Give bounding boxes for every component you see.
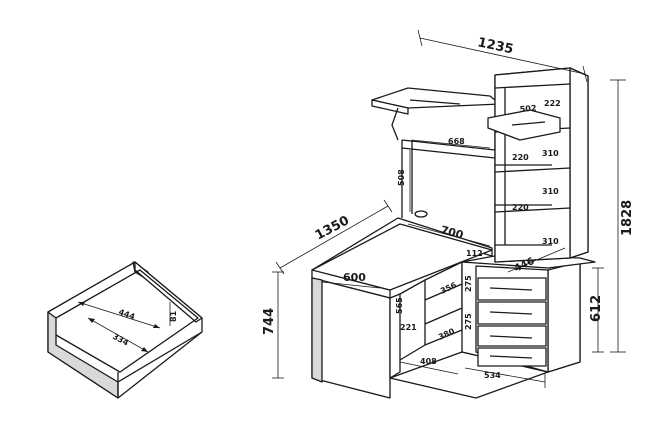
dim-top-shelf: 502 (519, 104, 536, 114)
dim-drawer-h1: 275 (464, 275, 473, 292)
drawer-height-label: 81 (169, 310, 178, 322)
dim-tower-d2: 220 (512, 203, 529, 212)
dim-desk-depth: 600 (343, 271, 366, 284)
dim-gap: 112 (466, 249, 483, 258)
dimension-lines (272, 29, 626, 388)
dim-shelf-width: 668 (448, 137, 465, 146)
dim-upper-height: 508 (397, 169, 406, 186)
drawer-box (47, 261, 203, 399)
dim-pedestal-depth: 356 (439, 280, 458, 295)
desk-assembly (311, 67, 596, 399)
dim-tower-h3: 310 (542, 237, 559, 246)
dim-bottom-right: 534 (484, 371, 501, 380)
dim-tower-h2: 310 (542, 187, 559, 196)
dim-pedestal-depth-2: 380 (437, 326, 456, 341)
dim-side-height: 565 (395, 297, 404, 314)
dim-tower-h1: 310 (542, 149, 559, 158)
dim-desk-height: 744 (262, 308, 277, 335)
dim-side-depth: 221 (400, 323, 417, 332)
dim-desk-length: 1350 (313, 213, 352, 243)
dim-drawer-h2: 275 (464, 313, 473, 330)
dim-total-width: 1235 (476, 35, 515, 57)
dim-total-height: 1828 (620, 200, 635, 236)
dim-top-height: 222 (544, 99, 561, 108)
dim-pedestal-height: 612 (589, 295, 604, 322)
dim-bottom-left: 408 (420, 357, 437, 366)
dim-desk-top-width: 700 (439, 223, 465, 242)
dim-tower-d1: 220 (512, 153, 529, 162)
